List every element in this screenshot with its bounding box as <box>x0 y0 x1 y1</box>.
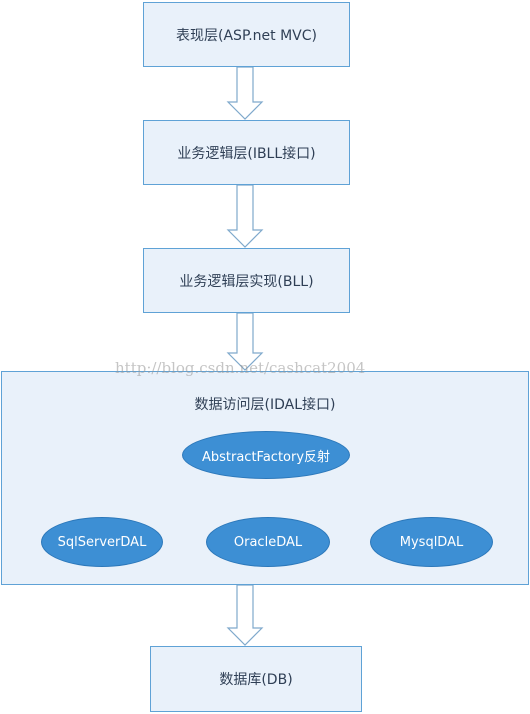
presentation-layer-box: 表现层(ASP.net MVC) <box>143 2 350 67</box>
bll-impl-layer-box: 业务逻辑层实现(BLL) <box>143 248 350 313</box>
oracle-dal-node: OracleDAL <box>206 517 330 567</box>
mysql-dal-label: MysqlDAL <box>399 534 464 550</box>
database-layer-box: 数据库(DB) <box>150 646 362 712</box>
oracle-dal-label: OracleDAL <box>233 534 303 550</box>
sqlserver-dal-node: SqlServerDAL <box>41 517 163 567</box>
sqlserver-dal-label: SqlServerDAL <box>57 534 147 550</box>
abstract-factory-node: AbstractFactory反射 <box>182 431 350 479</box>
database-layer-label: 数据库(DB) <box>219 672 293 688</box>
presentation-layer-label: 表现层(ASP.net MVC) <box>176 27 317 44</box>
bll-interface-layer-label: 业务逻辑层(IBLL接口) <box>177 145 316 162</box>
dal-layer-container: 数据访问层(IDAL接口) AbstractFactory反射 SqlServe… <box>1 371 529 585</box>
arrow-bll-interface-to-bll-impl <box>226 184 264 248</box>
arrow-presentation-to-bll-interface <box>226 66 264 120</box>
arrow-dal-to-database <box>226 584 264 646</box>
mysql-dal-node: MysqlDAL <box>370 517 493 567</box>
arrow-bll-impl-to-dal <box>226 312 264 371</box>
bll-interface-layer-box: 业务逻辑层(IBLL接口) <box>143 120 350 185</box>
dal-layer-title: 数据访问层(IDAL接口) <box>194 397 336 413</box>
bll-impl-layer-label: 业务逻辑层实现(BLL) <box>179 273 314 290</box>
abstract-factory-label: AbstractFactory反射 <box>201 449 331 465</box>
